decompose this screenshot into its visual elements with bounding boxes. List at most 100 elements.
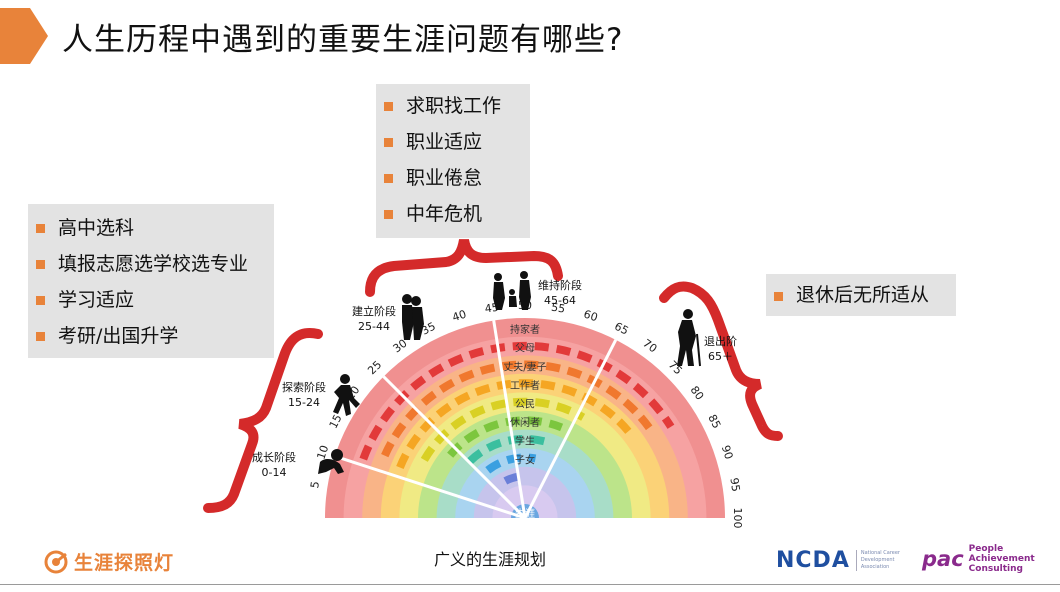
list-item-label: 填报志愿选学校选专业	[58, 253, 249, 275]
stage-spoke	[334, 454, 526, 520]
brand-logo: 生涯探照灯	[44, 548, 174, 575]
stage-name: 维持阶段	[538, 279, 582, 292]
role-dash-arc	[485, 453, 537, 474]
runner-icon	[333, 374, 360, 416]
stage-range: 65＋	[708, 350, 733, 363]
bullet-square-icon	[384, 210, 393, 219]
pac-fullname: People Achievement Consulting	[969, 544, 1035, 574]
age-tick-label: 80	[688, 384, 707, 403]
list-item: 求职找工作	[376, 88, 530, 124]
list-item-label: 求职找工作	[406, 95, 502, 117]
role-label: 学生	[515, 435, 535, 448]
diagram-caption: 广义的生涯规划	[434, 550, 547, 569]
list-item: 退休后无所适从	[766, 274, 956, 316]
bullet-square-icon	[36, 224, 45, 233]
family-icon	[493, 271, 531, 310]
role-label: 父母	[515, 343, 535, 355]
stage-establishment: 建立阶段 25-44	[352, 304, 396, 334]
stage-range: 0-14	[261, 466, 287, 479]
ncda-logo: NCDA National Career Development Associa…	[776, 548, 915, 573]
role-dash-arc	[420, 397, 586, 462]
age-tick-label: 10	[315, 444, 332, 461]
age-tick-label: 85	[705, 412, 723, 430]
role-dash-arc	[503, 472, 526, 485]
footer-divider	[0, 584, 1060, 585]
couple-icon	[402, 294, 424, 340]
stage-spoke	[382, 375, 527, 520]
role-label: 子女	[515, 453, 535, 466]
list-item: 高中选科	[28, 210, 274, 246]
role-dash-arc	[381, 360, 653, 458]
pac-line: Achievement	[968, 554, 1035, 564]
role-dash-arc	[359, 341, 675, 461]
age-tick-label: 90	[719, 444, 736, 461]
list-item: 填报志愿选学校选专业	[28, 246, 274, 282]
stage-name: 建立阶段	[352, 305, 396, 318]
list-item-label: 高中选科	[58, 217, 135, 239]
title-tab-icon	[0, 8, 48, 64]
stage-exploration: 探索阶段 15-24	[282, 380, 326, 410]
age-tick-label: 55	[550, 301, 566, 316]
role-label: 公民	[515, 398, 535, 410]
stage-range: 45-64	[544, 294, 576, 307]
stage-name: 探索阶段	[282, 381, 326, 394]
list-item: 考研/出国升学	[28, 318, 274, 354]
role-label: 持家者	[510, 323, 540, 336]
age-tick-label: 95	[727, 477, 742, 493]
pac-logo: pac People Achievement Consulting	[922, 544, 1035, 574]
page-title: 人生历程中遇到的重要生涯问题有哪些?	[62, 22, 624, 58]
bullet-square-icon	[774, 292, 783, 301]
bullet-square-icon	[384, 138, 393, 147]
spotlight-icon	[44, 550, 68, 573]
brand-name: 生涯探照灯	[74, 552, 175, 574]
bullet-square-icon	[36, 260, 45, 269]
rainbow-ring	[492, 485, 558, 518]
pac-wordmark: pac	[922, 547, 964, 571]
list-item: 职业倦怠	[376, 160, 530, 196]
pac-line: Consulting	[968, 564, 1023, 574]
list-item-label: 职业适应	[406, 131, 483, 153]
age-tick-label: 60	[582, 308, 599, 325]
pac-line: People	[968, 544, 1004, 554]
stage-spoke	[492, 320, 527, 519]
list-item: 学习适应	[28, 282, 274, 318]
stage-maintenance: 维持阶段 45-64	[538, 278, 582, 308]
bullet-square-icon	[384, 174, 393, 183]
list-item-label: 职业倦怠	[406, 167, 483, 189]
bullet-square-icon	[36, 296, 45, 305]
bracket-left-icon	[203, 328, 323, 513]
age-tick-label: 40	[451, 308, 468, 325]
ncda-wordmark: NCDA	[776, 548, 850, 573]
list-item-label: 学习适应	[58, 289, 135, 311]
bracket-right-icon	[659, 281, 783, 441]
stage-spoke	[523, 339, 618, 519]
age-tick-label: 70	[640, 337, 659, 356]
role-label: 工作者	[510, 380, 540, 392]
toddler-icon	[318, 449, 344, 474]
bracket-top-icon	[365, 238, 563, 297]
age-tick-label: 100	[731, 508, 744, 529]
stage-name: 成长阶段	[252, 451, 296, 464]
age-tick-label: 65	[612, 320, 630, 338]
list-item-label: 中年危机	[406, 203, 483, 225]
bullet-square-icon	[384, 102, 393, 111]
age-tick-label: 5	[308, 480, 322, 489]
callout-box-disengagement: 退休后无所适从	[766, 274, 956, 316]
callout-box-maintenance: 求职找工作 职业适应 职业倦怠 中年危机	[376, 84, 530, 238]
role-label: 休闲者	[510, 416, 540, 429]
stage-growth: 成长阶段 0-14	[252, 450, 296, 480]
list-item-label: 考研/出国升学	[58, 325, 179, 347]
age-tick-label: 25	[365, 358, 384, 377]
role-dash-arc	[467, 434, 546, 465]
elder-icon	[677, 309, 701, 367]
list-item-label: 退休后无所适从	[796, 284, 930, 306]
ncda-fullname: National Career Development Association	[855, 550, 915, 571]
list-item: 职业适应	[376, 124, 530, 160]
role-label: 丈夫/妻子	[503, 360, 546, 373]
role-label: 生涯	[515, 507, 535, 520]
age-tick-label: 15	[327, 412, 345, 430]
bullet-square-icon	[36, 332, 45, 341]
age-spokes	[334, 320, 618, 520]
